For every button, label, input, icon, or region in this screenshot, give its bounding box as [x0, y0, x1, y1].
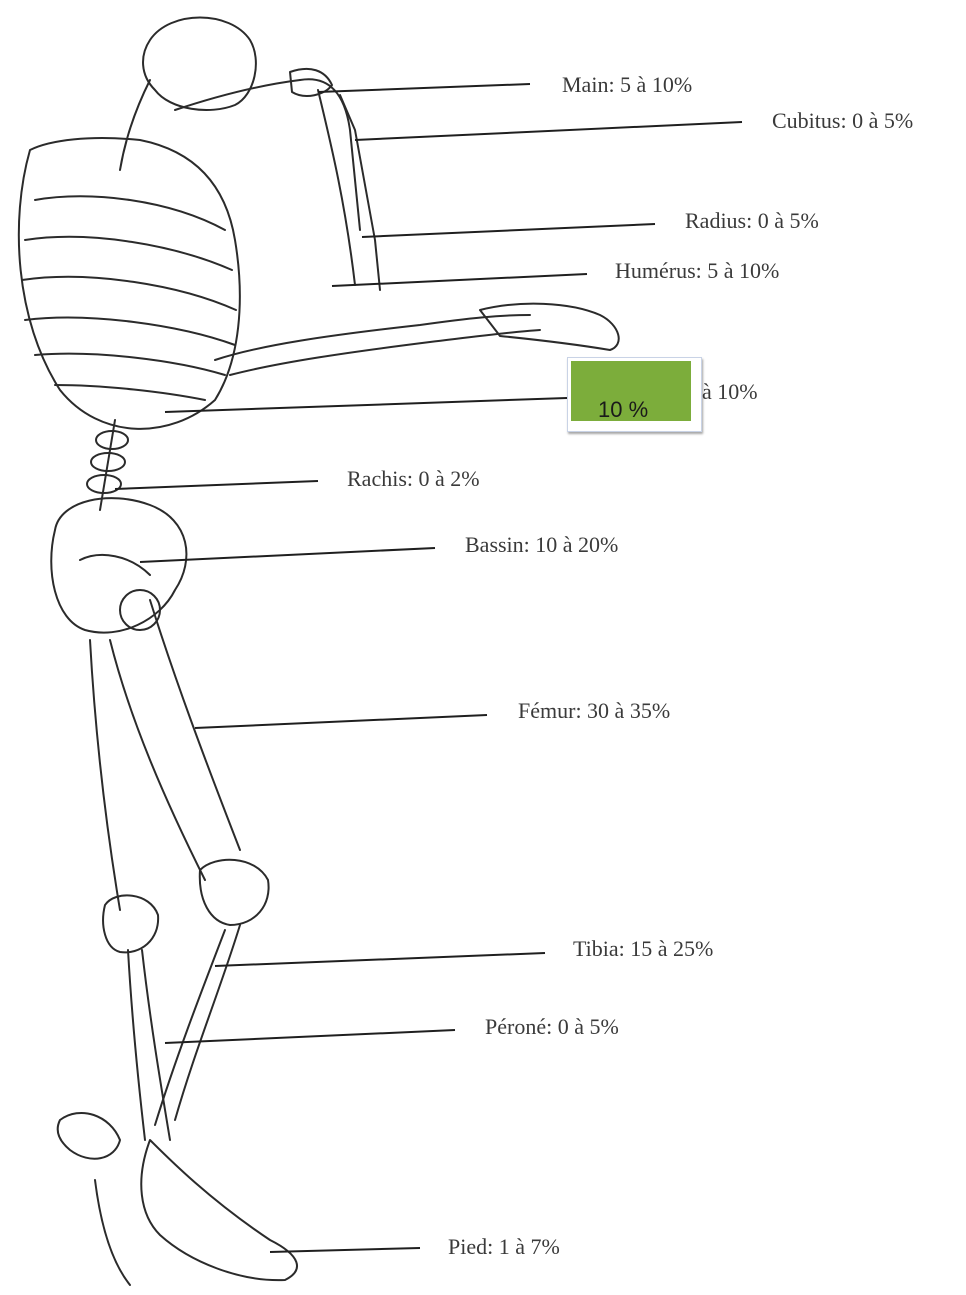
- back-fibula: [142, 950, 170, 1140]
- leader-line: [215, 953, 545, 966]
- hand-extended: [480, 304, 619, 350]
- humerus-bone: [300, 79, 360, 230]
- pelvis-inner: [80, 555, 150, 575]
- label-humerus: Humérus: 5 à 10%: [615, 260, 779, 282]
- forearm-extended: [215, 315, 530, 360]
- leader-line: [115, 481, 318, 489]
- ribcage-outline: [19, 138, 240, 429]
- tibia-bone: [175, 925, 240, 1120]
- back-tibia: [128, 950, 145, 1140]
- knee: [200, 860, 269, 925]
- femur-back: [110, 640, 205, 880]
- label-pied: Pied: 1 à 7%: [448, 1236, 560, 1258]
- sticker-text: 10 %: [598, 397, 648, 421]
- leader-line: [318, 84, 530, 92]
- label-radius: Radius: 0 à 5%: [685, 210, 819, 232]
- leader-line: [140, 548, 435, 562]
- clavicle: [175, 80, 300, 110]
- back-knee: [103, 895, 158, 952]
- rib: [25, 318, 235, 345]
- radius-bone: [340, 95, 380, 290]
- label-bassin: Bassin: 10 à 20%: [465, 534, 618, 556]
- leader-line: [165, 398, 567, 412]
- pelvis: [51, 498, 186, 632]
- leader-line: [362, 224, 655, 237]
- fibula-bone: [155, 930, 225, 1125]
- rib: [55, 385, 205, 400]
- label-main: Main: 5 à 10%: [562, 74, 692, 96]
- back-leg-femur: [90, 640, 120, 910]
- sticker-fill: 10 %: [571, 361, 691, 421]
- foot-front: [141, 1140, 297, 1280]
- foot-back: [58, 1113, 120, 1159]
- leader-line: [270, 1248, 420, 1252]
- leader-line: [355, 122, 742, 140]
- foot-heel: [95, 1180, 130, 1285]
- label-cubitus: Cubitus: 0 à 5%: [772, 110, 913, 132]
- label-femur: Fémur: 30 à 35%: [518, 700, 670, 722]
- label-cotes-partial: à 10%: [702, 381, 758, 403]
- rib: [35, 196, 225, 230]
- cervical-spine: [120, 80, 150, 170]
- rib: [22, 277, 236, 310]
- skull-outline: [143, 18, 256, 111]
- forearm-extended-lower: [230, 330, 540, 375]
- leader-line: [332, 274, 587, 286]
- femur-front: [150, 600, 240, 850]
- label-tibia: Tibia: 15 à 25%: [573, 938, 713, 960]
- leader-line: [165, 1030, 455, 1043]
- rib: [25, 237, 232, 270]
- rib: [35, 354, 225, 375]
- label-rachis: Rachis: 0 à 2%: [347, 468, 480, 490]
- overlay-sticker: 10 %: [567, 357, 702, 432]
- leader-line: [195, 715, 487, 728]
- label-perone: Péroné: 0 à 5%: [485, 1016, 619, 1038]
